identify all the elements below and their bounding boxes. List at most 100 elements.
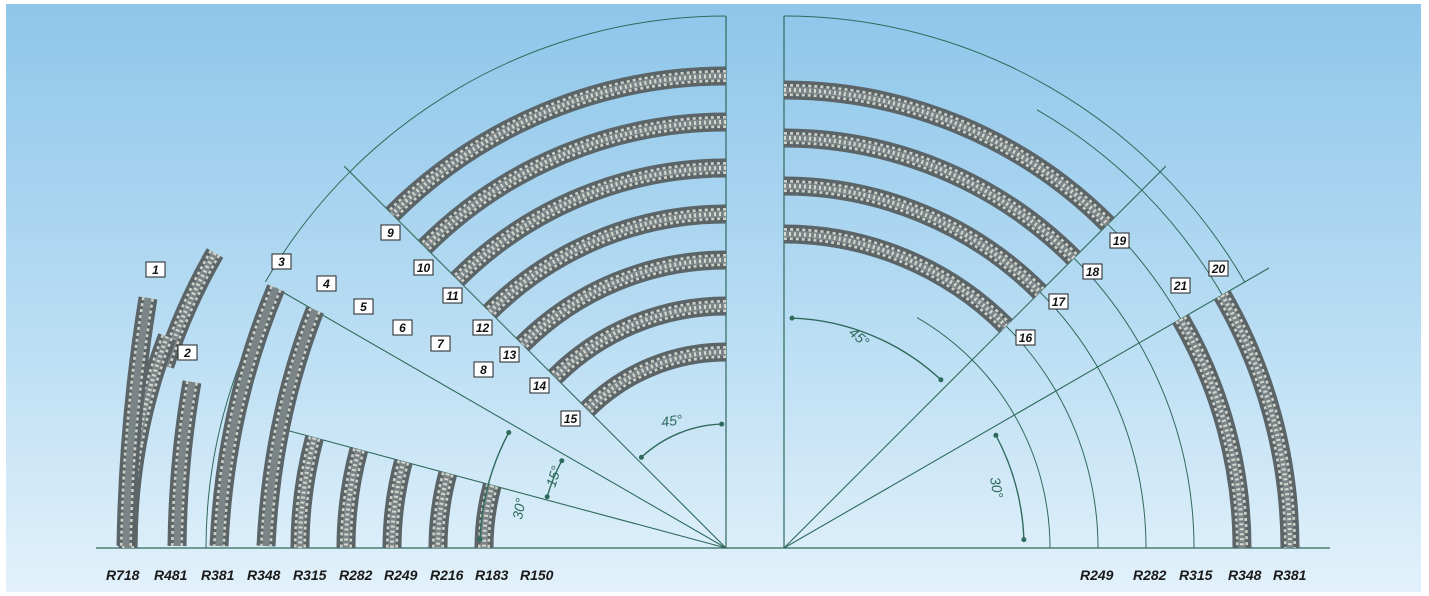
radius-label: R216 bbox=[430, 567, 464, 583]
track-ties-inner bbox=[436, 472, 450, 549]
number-box bbox=[560, 410, 581, 427]
angle-ray bbox=[783, 165, 1167, 549]
track-piece bbox=[783, 176, 1047, 299]
track-number-12: 12 bbox=[472, 319, 493, 336]
left-radius-labels: R718 R481 R381 R348 R315 R282 R249 R216 … bbox=[106, 567, 554, 583]
track-piece bbox=[336, 447, 369, 549]
track-ties-inner bbox=[1178, 318, 1244, 549]
track-piece bbox=[580, 342, 727, 417]
track-rail-gap bbox=[422, 118, 727, 250]
track-piece bbox=[385, 66, 727, 221]
track-ties-inner bbox=[783, 88, 1110, 226]
number-box bbox=[1048, 293, 1069, 310]
track-piece bbox=[382, 459, 413, 549]
track-rail-gap bbox=[215, 286, 280, 547]
number-box bbox=[380, 224, 401, 241]
track-number-3: 3 bbox=[271, 253, 292, 270]
number-label: 6 bbox=[399, 321, 406, 335]
track-piece bbox=[1213, 290, 1300, 549]
radius-label: R282 bbox=[1133, 567, 1167, 583]
number-box bbox=[177, 344, 198, 361]
angle-ray bbox=[281, 428, 727, 549]
arrowhead bbox=[477, 536, 483, 542]
number-label: 2 bbox=[183, 346, 191, 360]
radius-label: R381 bbox=[1273, 567, 1307, 583]
number-box bbox=[499, 346, 520, 363]
track-piece bbox=[116, 284, 324, 547]
number-label: 1 bbox=[152, 263, 159, 277]
track-piece bbox=[1172, 314, 1252, 549]
number-label: 5 bbox=[360, 300, 367, 314]
track-number-21: 21 bbox=[1170, 277, 1191, 294]
track-pieces bbox=[116, 66, 1300, 549]
number-box bbox=[353, 298, 374, 315]
track-piece bbox=[450, 158, 727, 287]
track-number-15: 15 bbox=[560, 410, 581, 427]
number-label: 4 bbox=[322, 277, 330, 291]
number-box bbox=[413, 259, 434, 276]
track-number-11: 11 bbox=[442, 287, 463, 304]
number-label: 21 bbox=[1173, 279, 1188, 293]
track-piece bbox=[783, 128, 1081, 265]
number-box bbox=[145, 261, 166, 278]
arrowhead bbox=[544, 494, 550, 500]
track-ties-inner bbox=[481, 484, 495, 549]
track-number-14: 14 bbox=[529, 377, 550, 394]
number-label: 20 bbox=[1211, 262, 1226, 276]
track-number-8: 8 bbox=[473, 361, 494, 378]
track-ties-inner bbox=[390, 74, 727, 216]
number-label: 12 bbox=[476, 321, 490, 335]
number-box bbox=[271, 253, 292, 270]
outer-arc bbox=[264, 15, 727, 283]
radius-label: R348 bbox=[1228, 567, 1262, 583]
track-rail-gap bbox=[173, 381, 196, 547]
angle-ray bbox=[343, 165, 727, 549]
outer-arc bbox=[783, 15, 1246, 283]
track-piece bbox=[548, 296, 727, 384]
track-number-7: 7 bbox=[430, 335, 451, 352]
track-rail-gap bbox=[122, 297, 152, 547]
radius-label: R183 bbox=[475, 567, 509, 583]
number-label: 17 bbox=[1052, 295, 1067, 309]
radius-label: R381 bbox=[201, 567, 235, 583]
track-ties-inner bbox=[585, 350, 727, 411]
angle-arc bbox=[995, 434, 1025, 540]
arrowhead bbox=[719, 421, 725, 427]
number-label: 13 bbox=[503, 348, 517, 362]
number-label: 3 bbox=[278, 255, 285, 269]
track-ties-inner bbox=[783, 184, 1042, 294]
number-box bbox=[529, 377, 550, 394]
arrowhead bbox=[938, 377, 944, 383]
track-piece bbox=[483, 204, 727, 319]
number-label: 19 bbox=[1113, 234, 1127, 248]
track-piece bbox=[474, 482, 502, 549]
track-number-9: 9 bbox=[380, 224, 401, 241]
track-bed bbox=[385, 66, 727, 221]
track-rail-gap bbox=[342, 448, 363, 549]
angle-label-45-left: 45° bbox=[660, 411, 684, 430]
angle-label-30-right: 30° bbox=[987, 476, 1007, 500]
arrowhead bbox=[789, 315, 795, 321]
track-number-18: 18 bbox=[1082, 263, 1103, 280]
arrowhead bbox=[1021, 537, 1027, 543]
number-box bbox=[442, 287, 463, 304]
track-piece bbox=[290, 435, 324, 549]
angle-ray bbox=[275, 287, 727, 549]
number-label: 18 bbox=[1086, 265, 1100, 279]
number-box bbox=[473, 361, 494, 378]
track-number-19: 19 bbox=[1109, 232, 1130, 249]
radius-label: R315 bbox=[1179, 567, 1213, 583]
number-label: 14 bbox=[533, 379, 547, 393]
number-box bbox=[316, 275, 337, 292]
track-rail-gap bbox=[262, 308, 319, 547]
angle-ray bbox=[783, 267, 1270, 549]
number-label: 11 bbox=[446, 289, 459, 303]
track-bed bbox=[783, 80, 1115, 231]
radius-label: R315 bbox=[293, 567, 327, 583]
track-number-20: 20 bbox=[1208, 260, 1229, 277]
number-box bbox=[392, 319, 413, 336]
angle-arc bbox=[479, 432, 510, 540]
track-piece bbox=[428, 471, 458, 549]
angle-label-30-left: 30° bbox=[509, 496, 529, 520]
